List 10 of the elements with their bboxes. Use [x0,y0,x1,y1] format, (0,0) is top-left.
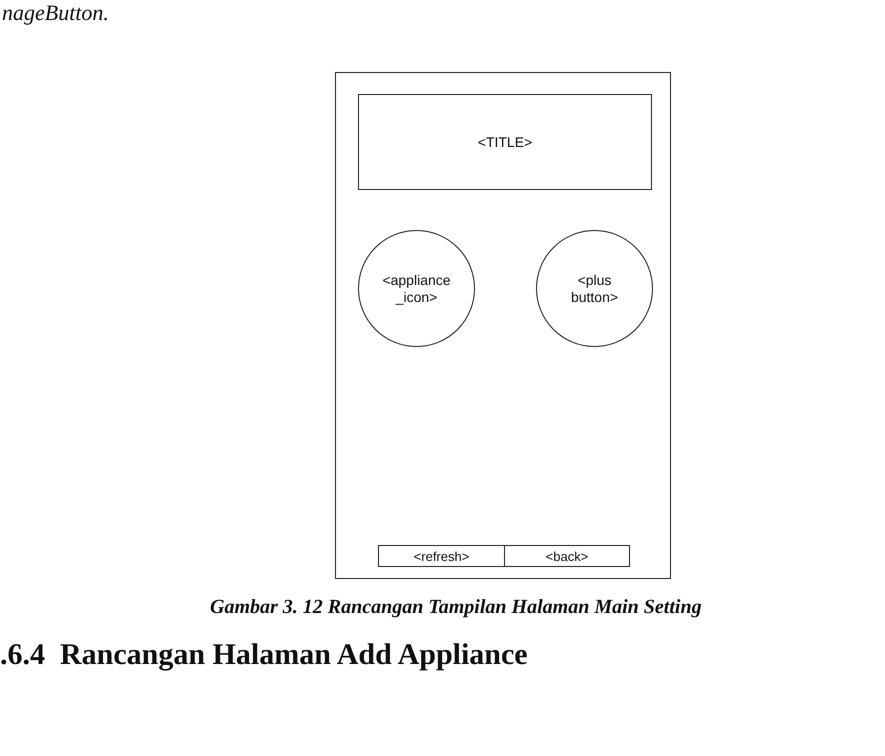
phone-screen-frame [335,72,671,579]
icon-placeholder-circle: <appliance _icon> [358,230,475,347]
plus-button-circle: <plus button> [536,230,653,347]
cropped-text-line: nageButton. [2,0,109,26]
section-number: .6.4 [0,638,45,672]
figure-caption: Gambar 3. 12 Rancangan Tampilan Halaman Main Setting [210,596,702,619]
title-placeholder-box: <TITLE> [358,94,652,190]
refresh-button-box: <refresh> [378,545,505,567]
section-heading: Rancangan Halaman Add Appliance [60,638,528,672]
back-button-box: <back> [504,545,630,567]
